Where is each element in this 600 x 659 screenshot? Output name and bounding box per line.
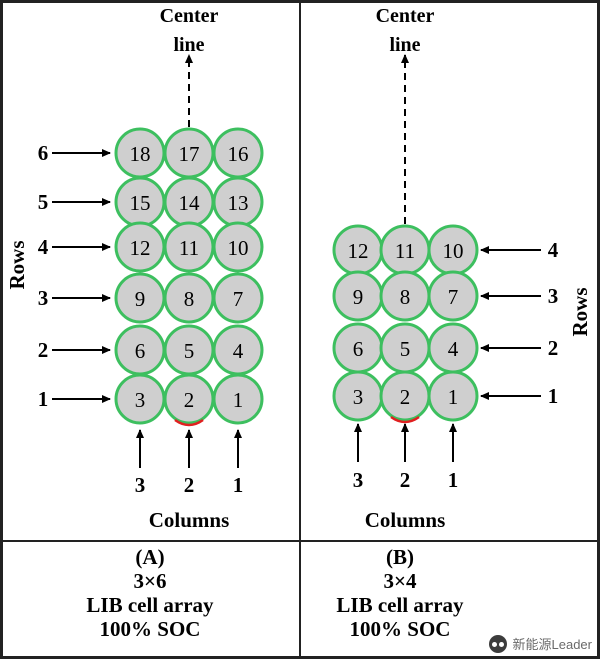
caption-b-label: (B) bbox=[386, 545, 414, 569]
row-label: 1 bbox=[548, 384, 559, 408]
battery-cell bbox=[427, 370, 479, 422]
watermark-text: 新能源Leader bbox=[512, 637, 592, 652]
caption-b-size: 3×4 bbox=[383, 569, 417, 593]
cell-number: 15 bbox=[130, 191, 151, 215]
cell-number: 3 bbox=[135, 388, 146, 412]
row-label: 1 bbox=[38, 387, 49, 411]
cell-number: 12 bbox=[130, 236, 151, 260]
cell-number: 8 bbox=[400, 285, 411, 309]
cell-number: 4 bbox=[233, 339, 244, 363]
cell-number: 1 bbox=[233, 388, 244, 412]
caption-b: (B) 3×4 LIB cell array 100% SOC bbox=[290, 545, 510, 641]
row-label: 6 bbox=[38, 141, 49, 165]
rows-title: Rows bbox=[5, 240, 29, 289]
cell-number: 10 bbox=[443, 239, 464, 263]
row-label: 4 bbox=[548, 238, 559, 262]
cell-number: 1 bbox=[448, 385, 459, 409]
caption-a-soc: 100% SOC bbox=[99, 617, 201, 641]
cell-number: 18 bbox=[130, 142, 151, 166]
caption-b-soc: 100% SOC bbox=[349, 617, 451, 641]
column-label: 1 bbox=[448, 468, 459, 492]
cell-number: 7 bbox=[448, 285, 459, 309]
center-line-label: Center bbox=[376, 5, 435, 27]
wechat-logo-icon bbox=[488, 634, 507, 653]
watermark: 新能源Leader bbox=[488, 634, 592, 653]
column-label: 3 bbox=[135, 473, 146, 497]
trigger-mark bbox=[174, 418, 204, 427]
cell-number: 3 bbox=[353, 385, 364, 409]
cell-number: 6 bbox=[135, 339, 146, 363]
cell-number: 2 bbox=[184, 388, 195, 412]
battery-cell bbox=[212, 272, 264, 324]
caption-a-size: 3×6 bbox=[133, 569, 167, 593]
row-label: 2 bbox=[548, 336, 559, 360]
caption-a: (A) 3×6 LIB cell array 100% SOC bbox=[40, 545, 260, 641]
cell-number: 12 bbox=[348, 239, 369, 263]
cell-number: 5 bbox=[184, 339, 195, 363]
cell-number: 2 bbox=[400, 385, 411, 409]
column-label: 3 bbox=[353, 468, 364, 492]
cell-number: 16 bbox=[228, 142, 249, 166]
column-label: 1 bbox=[233, 473, 244, 497]
cell-number: 13 bbox=[228, 191, 249, 215]
cell-number: 7 bbox=[233, 287, 244, 311]
columns-title: Columns bbox=[149, 508, 230, 532]
cell-number: 14 bbox=[179, 191, 201, 215]
cell-number: 17 bbox=[179, 142, 200, 166]
cell-number: 11 bbox=[179, 236, 199, 260]
rows-title: Rows bbox=[568, 287, 592, 336]
battery-cell bbox=[212, 373, 264, 425]
battery-cell bbox=[427, 270, 479, 322]
caption-a-type: LIB cell array bbox=[86, 593, 214, 617]
row-label: 3 bbox=[38, 286, 49, 310]
cell-number: 8 bbox=[184, 287, 195, 311]
row-label: 3 bbox=[548, 284, 559, 308]
row-label: 5 bbox=[38, 190, 49, 214]
center-line-label: line bbox=[173, 34, 204, 56]
row-label: 4 bbox=[38, 235, 49, 259]
center-line-label: line bbox=[389, 34, 420, 56]
cell-number: 9 bbox=[135, 287, 146, 311]
trigger-mark bbox=[390, 415, 420, 424]
column-label: 2 bbox=[400, 468, 411, 492]
columns-title: Columns bbox=[365, 508, 446, 532]
cell-number: 6 bbox=[353, 337, 364, 361]
battery-cell bbox=[212, 221, 264, 273]
cell-number: 5 bbox=[400, 337, 411, 361]
cell-number: 9 bbox=[353, 285, 364, 309]
column-label: 2 bbox=[184, 473, 195, 497]
caption-b-type: LIB cell array bbox=[336, 593, 464, 617]
cell-number: 11 bbox=[395, 239, 415, 263]
row-label: 2 bbox=[38, 338, 49, 362]
caption-a-label: (A) bbox=[135, 545, 165, 569]
cell-number: 4 bbox=[448, 337, 459, 361]
cell-number: 10 bbox=[228, 236, 249, 260]
center-line-label: Center bbox=[160, 5, 219, 27]
